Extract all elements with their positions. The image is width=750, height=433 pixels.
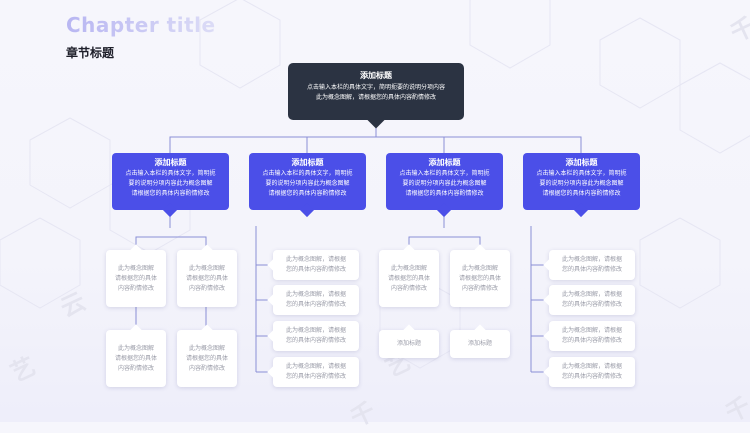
branch-title: 添加标题 [428, 158, 461, 167]
chapter-subtitle: 章节标题 [66, 46, 115, 60]
card-text: 此为概念图解，请根据 [561, 291, 622, 298]
card-text: 此为概念图解 [117, 344, 154, 352]
leaf-card: 此为概念图解请根据您的具体内容酌情修改 [379, 244, 439, 307]
card-text: 请根据您的具体 [387, 274, 430, 282]
card-text: 您的具体内容酌情修改 [285, 337, 346, 344]
root-body-line: 此为概念图解，请根据您的具体内容酌情修改 [315, 94, 436, 101]
leaf-card: 此为概念图解，请根据您的具体内容酌情修改 [267, 285, 359, 315]
leaf-card: 此为概念图解，请根据您的具体内容酌情修改 [543, 321, 635, 351]
card-text: 内容酌情修改 [188, 284, 225, 292]
card-text: 您的具体内容酌情修改 [561, 301, 622, 308]
card-text: 内容酌情修改 [390, 284, 427, 292]
leaf-card: 此为概念图解，请根据您的具体内容酌情修改 [543, 357, 635, 387]
branch-node-3: 添加标题 点击输入本栏的具体文字，简明扼 要的说明分项内容此为概念图解 请根据您… [386, 153, 503, 218]
card-text: 此为概念图解，请根据 [285, 363, 346, 370]
card-text: 添加标题 [467, 340, 492, 347]
card-text: 请根据您的具体 [185, 354, 228, 362]
branch-body-line: 请根据您的具体内容酌情修改 [542, 190, 621, 197]
leaf-card: 此为概念图解，请根据您的具体内容酌情修改 [543, 285, 635, 315]
card-text: 您的具体内容酌情修改 [285, 373, 346, 380]
root-title: 添加标题 [360, 71, 392, 80]
card-text: 此为概念图解，请根据 [561, 256, 622, 263]
branch-body-line: 要的说明分项内容此为概念图解 [128, 180, 213, 187]
branch-title: 添加标题 [291, 158, 324, 167]
card-text: 此为概念图解，请根据 [561, 327, 622, 334]
card-text: 您的具体内容酌情修改 [285, 266, 346, 273]
card-text: 您的具体内容酌情修改 [285, 301, 346, 308]
card-text: 此为概念图解，请根据 [285, 291, 346, 298]
branch-body-line: 请根据您的具体内容酌情修改 [131, 190, 210, 197]
chapter-title: Chapter title [66, 13, 216, 37]
card-text: 此为概念图解 [188, 344, 225, 352]
branch-node-1: 添加标题 点击输入本栏的具体文字，简明扼 要的说明分项内容此为概念图解 请根据您… [112, 153, 229, 218]
branch-body-line: 点击输入本栏的具体文字，简明扼 [399, 170, 490, 177]
card-text: 添加标题 [396, 340, 421, 347]
card-text: 此为概念图解 [188, 264, 225, 272]
branch-body-line: 要的说明分项内容此为概念图解 [265, 180, 350, 187]
leaf-card: 此为概念图解，请根据您的具体内容酌情修改 [267, 321, 359, 351]
branch-node-2: 添加标题 点击输入本栏的具体文字，简明扼 要的说明分项内容此为概念图解 请根据您… [249, 153, 366, 218]
branch-node-4: 添加标题 点击输入本栏的具体文字，简明扼 要的说明分项内容此为概念图解 请根据您… [523, 153, 640, 218]
card-text: 此为概念图解 [461, 264, 498, 272]
branch-body-line: 要的说明分项内容此为概念图解 [402, 180, 487, 187]
card-text: 请根据您的具体 [114, 274, 157, 282]
leaf-card: 此为概念图解，请根据您的具体内容酌情修改 [267, 250, 359, 280]
branch-title: 添加标题 [565, 158, 598, 167]
branch-body-line: 点击输入本栏的具体文字，简明扼 [125, 170, 216, 177]
card-text: 请根据您的具体 [458, 274, 501, 282]
card-text: 此为概念图解 [390, 264, 427, 272]
branch-body-line: 要的说明分项内容此为概念图解 [539, 180, 624, 187]
branch-body-line: 点击输入本栏的具体文字，简明扼 [536, 170, 627, 177]
branch-body-line: 请根据您的具体内容酌情修改 [268, 190, 347, 197]
card-text: 您的具体内容酌情修改 [561, 373, 622, 380]
card-text: 您的具体内容酌情修改 [561, 337, 622, 344]
leaf-card: 添加标题 [379, 324, 439, 358]
branch-body-line: 点击输入本栏的具体文字，简明扼 [262, 170, 353, 177]
leaf-card: 此为概念图解请根据您的具体内容酌情修改 [106, 244, 166, 307]
card-text: 此为概念图解，请根据 [285, 327, 346, 334]
card-text: 内容酌情修改 [117, 284, 154, 292]
card-text: 您的具体内容酌情修改 [561, 266, 622, 273]
leaf-card: 此为概念图解，请根据您的具体内容酌情修改 [543, 250, 635, 280]
connector-lines [135, 126, 582, 373]
card-text: 此为概念图解，请根据 [285, 256, 346, 263]
leaf-card: 此为概念图解请根据您的具体内容酌情修改 [177, 244, 237, 307]
branch-title: 添加标题 [154, 158, 187, 167]
branch-body-line: 请根据您的具体内容酌情修改 [405, 190, 484, 197]
leaf-card: 此为概念图解请根据您的具体内容酌情修改 [177, 324, 237, 387]
leaf-card: 此为概念图解请根据您的具体内容酌情修改 [450, 244, 510, 307]
card-text: 内容酌情修改 [461, 284, 498, 292]
card-text: 请根据您的具体 [114, 354, 157, 362]
root-body-line: 点击输入本栏的具体文字，简明扼要的说明分项内容 [306, 84, 445, 91]
leaf-card: 添加标题 [450, 324, 510, 358]
card-text: 内容酌情修改 [117, 364, 154, 372]
leaf-card: 此为概念图解请根据您的具体内容酌情修改 [106, 324, 166, 387]
card-text: 内容酌情修改 [188, 364, 225, 372]
card-text: 请根据您的具体 [185, 274, 228, 282]
root-node: 添加标题 点击输入本栏的具体文字，简明扼要的说明分项内容 此为概念图解，请根据您… [288, 63, 464, 129]
leaf-card: 此为概念图解，请根据您的具体内容酌情修改 [267, 357, 359, 387]
card-text: 此为概念图解 [117, 264, 154, 272]
card-text: 此为概念图解，请根据 [561, 363, 622, 370]
